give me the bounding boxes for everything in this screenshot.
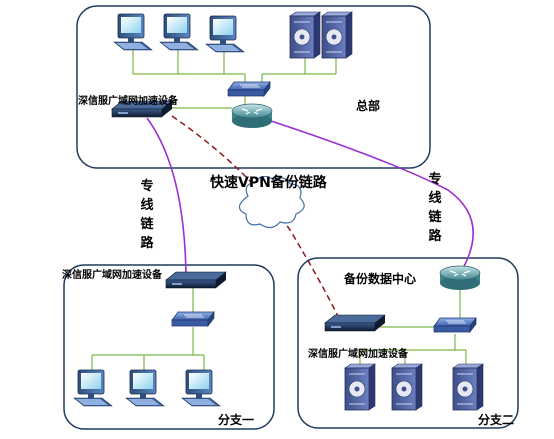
hq-device-label: 深信服广域网加速设备 [78,96,178,107]
server-icon [452,363,484,411]
server-icon [391,363,423,411]
computer-icon [181,369,221,407]
computer-icon [73,369,113,407]
dedicated-line-right [261,117,474,271]
branch1-lan-lines [91,288,205,372]
server-icon [321,11,353,59]
hq-lan-lines [132,50,337,109]
hq-region [76,5,431,169]
branch2-lan-lines [359,288,467,364]
computer-icon [113,13,153,51]
router-icon [231,103,273,129]
hq-name-label: 总部 [356,99,381,113]
server-icon [289,11,321,59]
wan-accelerator-icon [324,314,386,332]
switch-icon [433,317,477,333]
dedicated-line-right-label: 专线链路 [428,172,442,244]
vpn-backup-label: 快速VPN备份链路 [210,175,327,191]
branch2-dc-label: 备份数据中心 [344,272,417,286]
vpn-backup-line [171,115,341,321]
branch1-device-label: 深信服广域网加速设备 [62,270,162,281]
dedicated-line-left [146,117,187,279]
branch1-name-label: 分支一 [218,413,255,427]
switch-icon [227,81,271,97]
router-icon [439,265,481,291]
wan-accelerator-icon [165,271,227,289]
computer-icon [205,15,245,53]
dedicated-line-left-label: 专线链路 [140,179,154,251]
branch2-region [297,257,519,429]
switch-icon [171,311,215,327]
branch2-name-label: 分支二 [478,413,515,427]
computer-icon [125,369,165,407]
server-icon [344,363,376,411]
computer-icon [159,13,199,51]
branch2-device-label: 深信服广域网加速设备 [308,349,408,360]
branch1-region [63,264,275,430]
cloud-icon [238,175,305,229]
